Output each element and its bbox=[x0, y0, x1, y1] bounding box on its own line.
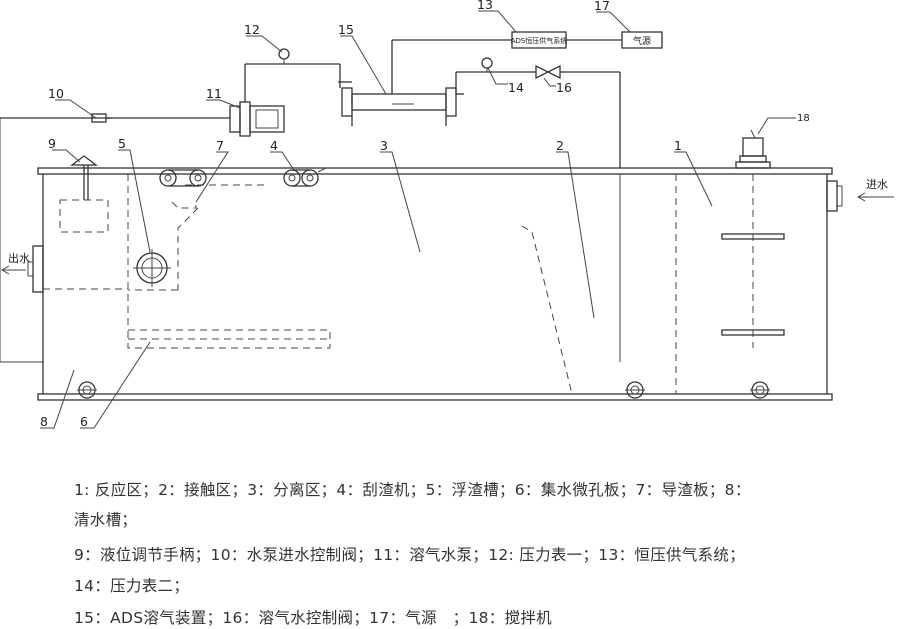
callout-16: 16 bbox=[556, 80, 572, 95]
callout-1: 1 bbox=[674, 138, 682, 153]
leader-lines bbox=[40, 10, 796, 429]
pump-inlet-valve bbox=[91, 113, 112, 123]
callout-13: 13 bbox=[477, 0, 493, 12]
partitions bbox=[43, 174, 677, 395]
callout-3: 3 bbox=[380, 138, 388, 153]
process-diagram: 出水 进水 bbox=[0, 0, 894, 429]
mixer bbox=[721, 129, 785, 348]
legend-line-2: 清水槽； bbox=[74, 511, 138, 529]
drain-valve bbox=[77, 381, 97, 399]
pressure-gauge-2 bbox=[481, 57, 493, 72]
legend-line-4: 14：压力表二； bbox=[74, 577, 190, 595]
callout-7: 7 bbox=[216, 138, 224, 153]
inlet-label: 进水 bbox=[866, 178, 888, 191]
slag-scraper bbox=[283, 167, 327, 187]
tank-top-rim bbox=[37, 167, 833, 175]
callout-4: 4 bbox=[270, 138, 278, 153]
legend-line-3: 9：液位调节手柄；10：水泵进水控制阀；11：溶气水泵；12: 压力表一；13：… bbox=[74, 546, 746, 564]
callout-8: 8 bbox=[40, 414, 48, 429]
slag-guide-top bbox=[171, 201, 197, 209]
callout-14: 14 bbox=[508, 80, 524, 95]
callout-15: 15 bbox=[338, 22, 354, 37]
dissolved-water-control-valve bbox=[535, 64, 621, 168]
outlet-label: 出水 bbox=[8, 251, 30, 265]
gas-source-label: 气源 bbox=[633, 35, 651, 47]
outlet-nozzle bbox=[0, 245, 44, 293]
collection-plate bbox=[127, 329, 331, 349]
callout-6: 6 bbox=[80, 414, 88, 429]
callout-11: 11 bbox=[206, 86, 222, 101]
callout-18: 18 bbox=[797, 113, 810, 124]
ads-pressure-system-label: ADS恒压供气系统 bbox=[511, 36, 568, 45]
callout-5: 5 bbox=[118, 136, 126, 151]
float-slag-trough bbox=[133, 249, 171, 287]
level-adjust-box bbox=[59, 199, 109, 233]
level-adjust-handle bbox=[70, 155, 98, 200]
ads-dissolving-device bbox=[338, 71, 536, 126]
inlet-nozzle bbox=[826, 180, 894, 212]
mixer-blade-upper bbox=[721, 233, 785, 240]
callout-12: 12 bbox=[244, 22, 260, 37]
tank-bottom-rim bbox=[37, 393, 833, 401]
mixer-blade-lower bbox=[721, 329, 785, 336]
callout-10: 10 bbox=[48, 86, 64, 101]
legend-line-5: 15：ADS溶气装置；16：溶气水控制阀；17：气源 ；18：搅拌机 bbox=[74, 609, 552, 627]
drain-valve bbox=[750, 381, 770, 399]
dissolved-air-pump bbox=[229, 63, 341, 137]
contact-baffle bbox=[521, 225, 573, 395]
slag-guide-plate bbox=[177, 207, 199, 290]
legend-line-1: 1: 反应区；2：接触区；3：分离区；4：刮渣机；5：浮渣槽；6：集水微孔板；7… bbox=[74, 481, 751, 499]
callout-9: 9 bbox=[48, 136, 56, 151]
callout-17: 17 bbox=[594, 0, 610, 13]
tank bbox=[37, 167, 833, 401]
pressure-gauge-1 bbox=[278, 48, 290, 64]
slag-scraper bbox=[159, 169, 207, 187]
callout-2: 2 bbox=[556, 138, 564, 153]
drain-valve bbox=[625, 381, 645, 399]
